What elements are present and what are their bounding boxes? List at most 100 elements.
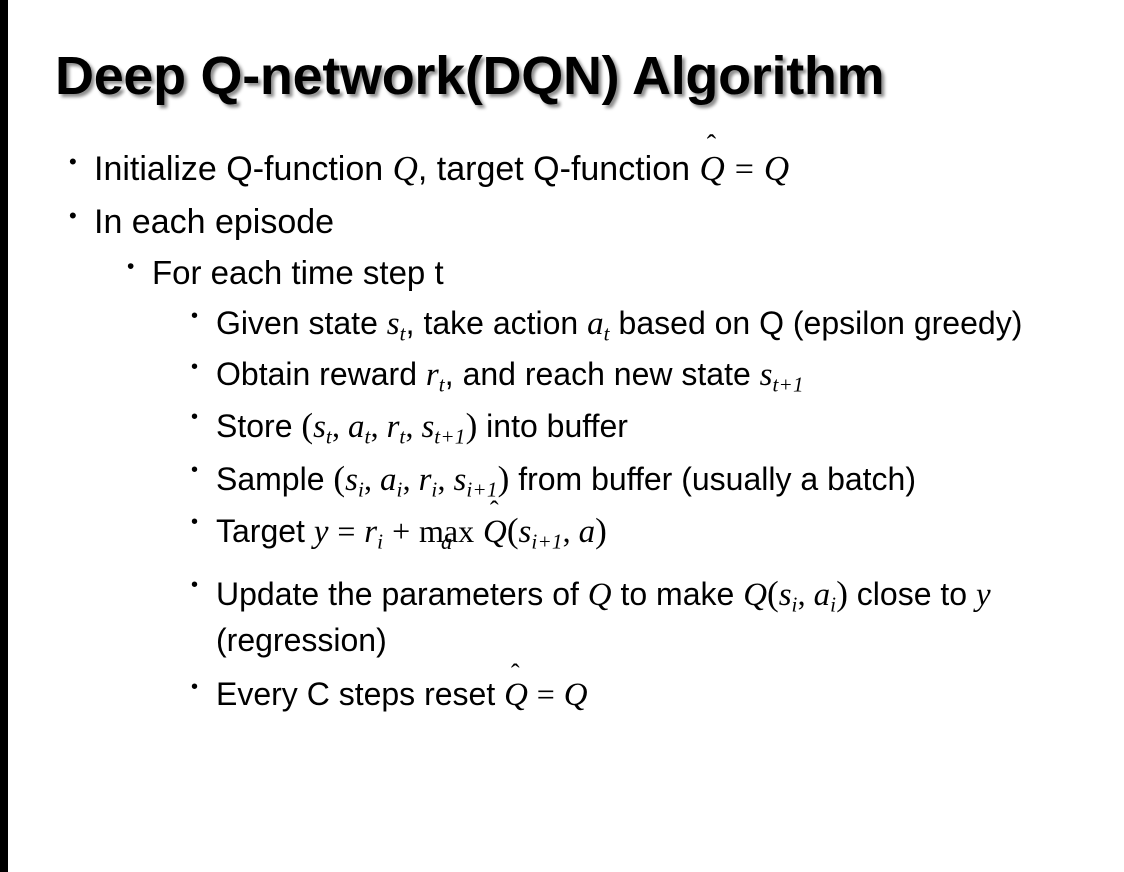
math-base: Q xyxy=(699,149,725,188)
math-var-Q: Q xyxy=(563,677,588,714)
text-fragment: Target xyxy=(216,512,314,549)
math-subscript: t xyxy=(325,424,332,449)
math-var-a: a xyxy=(587,306,604,343)
math-var-a: a xyxy=(813,577,831,614)
math-subscript: i+1 xyxy=(531,529,563,554)
math-var-s: s xyxy=(778,577,792,614)
math-var-a: a xyxy=(348,409,365,446)
bullet-obtain-reward: • Obtain reward rt, and reach new state … xyxy=(0,353,1124,398)
text-fragment: , target Q-function xyxy=(417,150,700,188)
circumflex-accent-icon: ˆ xyxy=(510,659,520,689)
bullet-store-text: Store (st, at, rt, st+1) into buffer xyxy=(216,403,1124,450)
math-subscript: i xyxy=(357,476,365,501)
bullet-given-state-text: Given state st, take action at based on … xyxy=(216,302,1124,347)
math-subscript: i xyxy=(431,476,438,501)
math-max-underscript: a xyxy=(440,528,453,554)
text-fragment: Update the parameters of xyxy=(216,576,588,613)
circumflex-accent-icon: ˆ xyxy=(489,495,499,525)
math-subscript: i+1 xyxy=(466,476,498,501)
math-var-r: r xyxy=(425,356,439,393)
math-paren-close: ) xyxy=(836,574,848,614)
math-comma: , xyxy=(405,408,422,445)
math-comma: , xyxy=(437,460,454,497)
math-subscript: i xyxy=(830,592,837,617)
bullet-sample: • Sample (si, ai, ri, si+1) from buffer … xyxy=(0,456,1124,503)
math-base: Q xyxy=(483,513,507,550)
math-subscript: t xyxy=(399,321,406,346)
bullet-sample-text: Sample (si, ai, ri, si+1) from buffer (u… xyxy=(216,456,1124,503)
math-max-label: max xyxy=(419,512,475,549)
text-fragment: Initialize Q-function xyxy=(94,150,393,188)
math-paren-close: ) xyxy=(595,510,607,550)
text-fragment: , take action xyxy=(405,305,588,342)
bullet-for-each-time-step-text: For each time step t xyxy=(152,254,444,292)
math-subscript: t+1 xyxy=(434,424,466,449)
math-var-a: a xyxy=(380,461,397,498)
bullet-initialize: • Initialize Q-function Q, target Q-func… xyxy=(0,131,1124,192)
text-fragment: Every C steps reset xyxy=(216,676,505,713)
page-title: Deep Q-network(DQN) Algorithm xyxy=(55,46,885,106)
text-fragment: , and reach new state xyxy=(444,355,760,392)
bullet-glyph-icon: • xyxy=(191,305,199,328)
math-var-Q: Q xyxy=(743,577,767,614)
bullet-in-each-episode: • In each episode xyxy=(0,200,1124,244)
text-fragment: into buffer xyxy=(477,408,628,445)
math-base: Q xyxy=(504,677,528,714)
bullet-given-state: • Given state st, take action at based o… xyxy=(0,302,1124,347)
bullet-glyph-icon: • xyxy=(69,149,77,174)
math-var-s: s xyxy=(386,306,400,343)
slide-body: • Initialize Q-function Q, target Q-func… xyxy=(0,131,1124,723)
math-comma: , xyxy=(797,576,814,613)
bullet-obtain-reward-text: Obtain reward rt, and reach new state st… xyxy=(216,353,1124,398)
bullet-glyph-icon: • xyxy=(69,203,77,229)
circumflex-accent-icon: ˆ xyxy=(706,130,717,161)
bullet-initialize-text: Initialize Q-function Q, target Q-functi… xyxy=(94,131,1124,192)
math-var-r: r xyxy=(386,409,400,446)
bullet-update-parameters: • Update the parameters of Q to make Q(s… xyxy=(0,571,1124,661)
text-fragment: Obtain reward xyxy=(216,355,426,392)
math-subscript: t xyxy=(438,372,445,397)
math-equals: = xyxy=(536,676,555,713)
bullet-glyph-icon: • xyxy=(191,458,199,481)
math-paren-open: ( xyxy=(333,458,346,498)
bullet-store: • Store (st, at, rt, st+1) into buffer xyxy=(0,403,1124,450)
math-var-Q: Q xyxy=(587,577,612,614)
math-subscript: i xyxy=(396,476,403,501)
math-equals: = xyxy=(734,151,754,188)
text-fragment: close to xyxy=(847,576,976,613)
math-subscript: t xyxy=(364,424,371,449)
left-accent-bar xyxy=(0,0,8,872)
text-fragment: Given state xyxy=(216,305,387,342)
math-equals: = xyxy=(337,512,356,549)
math-paren-open: ( xyxy=(301,406,314,446)
bullet-glyph-icon: • xyxy=(191,355,199,378)
math-plus: + xyxy=(392,512,411,549)
math-var-Q: Q xyxy=(392,149,418,188)
math-comma: , xyxy=(562,512,579,549)
text-fragment: (regression) xyxy=(216,621,387,658)
text-fragment: from buffer (usually a batch) xyxy=(509,460,916,497)
text-fragment: Store xyxy=(216,408,302,445)
math-paren-close: ) xyxy=(497,458,510,498)
math-var-s: s xyxy=(518,513,532,550)
bullet-glyph-icon: • xyxy=(191,574,199,597)
math-var-s: s xyxy=(345,461,358,498)
bullet-glyph-icon: • xyxy=(191,510,199,533)
math-var-s: s xyxy=(313,409,326,446)
math-var-y: y xyxy=(313,513,329,550)
math-var-Q: Q xyxy=(763,149,790,188)
math-subscript: i xyxy=(377,529,384,554)
bullet-for-each-time-step: • For each time step t xyxy=(0,252,1124,295)
math-var-s: s xyxy=(453,461,467,498)
math-comma: , xyxy=(402,460,419,497)
math-paren-close: ) xyxy=(465,406,478,446)
math-paren-open: ( xyxy=(506,510,519,550)
